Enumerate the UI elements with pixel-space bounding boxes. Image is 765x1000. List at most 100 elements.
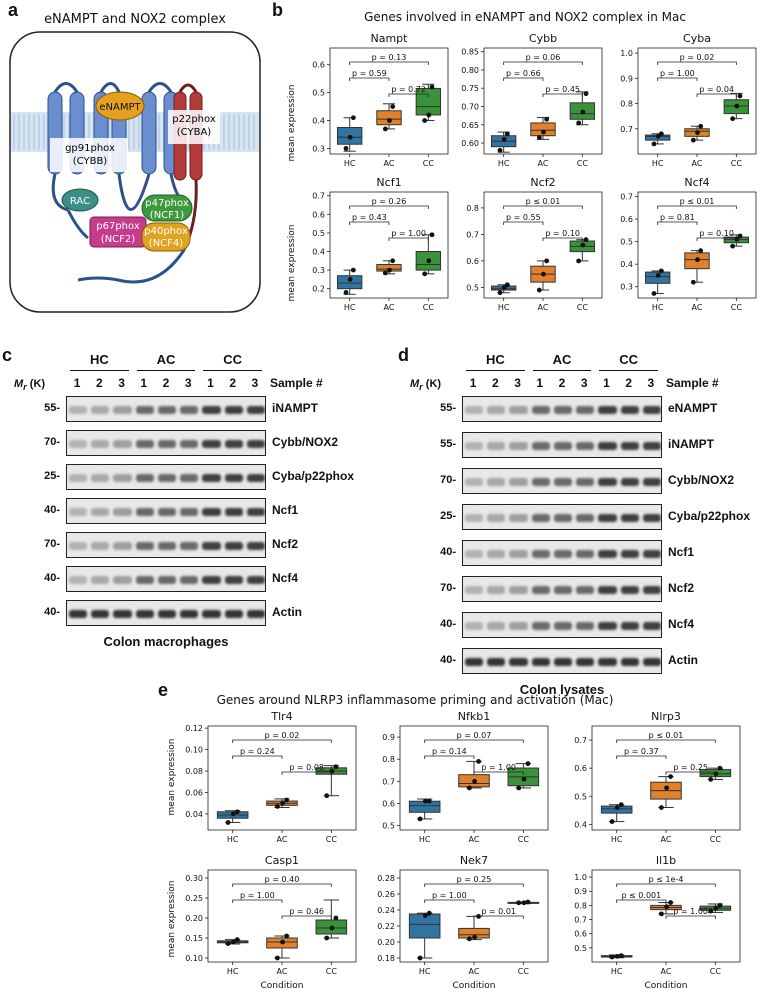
molecular-weight-marker: 40- — [44, 504, 60, 516]
protein-band — [465, 406, 484, 414]
protein-band — [180, 508, 199, 516]
y-tick-label: 0.8 — [574, 901, 587, 910]
protein-band — [135, 406, 154, 414]
protein-band — [113, 576, 132, 584]
data-point — [516, 900, 522, 906]
molecular-weight-marker: 55- — [440, 402, 456, 414]
p-value-label: p = 0.66 — [506, 69, 541, 78]
protein-band — [598, 586, 617, 594]
protein-band — [531, 550, 550, 558]
mr-subscript: r — [419, 382, 423, 393]
data-point — [698, 123, 704, 129]
lane-number: 1 — [536, 376, 544, 390]
x-tick-label: CC — [710, 835, 722, 844]
protein-band — [553, 658, 573, 666]
data-point — [690, 137, 696, 143]
data-point — [668, 774, 673, 779]
protein-band — [157, 576, 177, 584]
data-point — [708, 777, 714, 782]
data-point — [333, 764, 339, 770]
gp91-loops — [53, 82, 173, 93]
significance-bracket — [281, 771, 332, 775]
protein-band — [620, 442, 639, 450]
blot-row — [462, 504, 662, 530]
protein-band — [509, 622, 528, 630]
data-point — [618, 802, 624, 808]
protein-band — [598, 550, 617, 558]
p-value-label: p ≤ 0.001 — [621, 891, 661, 900]
data-point — [275, 804, 280, 809]
p-value-label: p = 0.06 — [526, 53, 561, 62]
x-tick-label: AC — [384, 159, 395, 168]
molecular-weight-marker: 40- — [44, 606, 60, 618]
data-point — [525, 899, 531, 905]
protein-band — [576, 622, 595, 630]
protein-band — [553, 622, 573, 630]
protein-band — [465, 622, 484, 630]
mr-symbol: M — [410, 378, 420, 390]
panel-c-label: c — [2, 345, 13, 365]
protein-band — [642, 406, 661, 414]
x-tick-label: HC — [419, 967, 431, 976]
protein-band — [91, 576, 110, 584]
y-tick-label: 0.9 — [382, 733, 395, 742]
y-tick-label: 0.70 — [461, 102, 479, 111]
y-tick-label: 0.6 — [312, 210, 325, 219]
blot-row — [66, 532, 266, 558]
data-point — [521, 900, 527, 906]
group-bar — [70, 370, 129, 371]
group-bar — [599, 370, 658, 371]
blot-row — [66, 396, 266, 422]
chart-title: Nlrp3 — [651, 710, 681, 723]
p67-text: p67phox — [96, 221, 140, 232]
y-tick-label: 0.5 — [382, 822, 395, 831]
protein-band — [553, 586, 573, 594]
blot-row — [462, 648, 662, 674]
data-point — [350, 115, 356, 121]
protein-label: Ncf2 — [272, 537, 299, 551]
data-point — [426, 798, 432, 804]
protein-band — [69, 440, 88, 448]
protein-band — [246, 440, 265, 448]
data-point — [422, 118, 428, 123]
protein-band — [620, 586, 639, 594]
p-value-label: p = 0.72 — [391, 85, 426, 94]
protein-band — [202, 576, 221, 584]
chart-title: Ncf2 — [530, 176, 555, 189]
molecular-weight-marker: 55- — [44, 402, 60, 414]
data-point — [695, 257, 700, 263]
y-tick-label: 0.4 — [312, 117, 325, 126]
group-label-HC: HC — [485, 352, 505, 367]
protein-band — [91, 610, 110, 618]
data-point — [324, 935, 330, 941]
data-point — [280, 939, 286, 945]
x-tick-label: AC — [661, 967, 672, 976]
box-AC — [530, 122, 556, 137]
data-point — [234, 809, 240, 815]
x-tick-label: AC — [469, 835, 480, 844]
protein-label: Cyba/p22phox — [668, 509, 751, 523]
protein-band — [620, 622, 639, 630]
data-point — [659, 911, 664, 917]
significance-bracket — [616, 739, 716, 743]
protein-band — [553, 550, 573, 558]
protein-band — [224, 474, 243, 482]
data-point — [525, 761, 531, 767]
data-point — [333, 915, 339, 921]
lane-number: 3 — [580, 376, 588, 390]
data-point — [698, 248, 704, 254]
x-tick-label: CC — [423, 159, 435, 168]
y-tick-label: 0.18 — [377, 954, 395, 963]
mr-unit: (K) — [26, 378, 46, 390]
y-tick-label: 0.5 — [466, 283, 479, 292]
p-value-label: p = 0.13 — [372, 53, 407, 62]
x-tick-label: AC — [538, 159, 549, 168]
x-tick-label: AC — [469, 967, 480, 976]
molecular-weight-marker: 55- — [440, 438, 456, 450]
y-tick-label: 0.2 — [312, 285, 325, 294]
protein-band — [487, 658, 506, 666]
y-tick-label: 0.6 — [620, 215, 633, 224]
y-tick-label: 0.9 — [620, 74, 633, 83]
